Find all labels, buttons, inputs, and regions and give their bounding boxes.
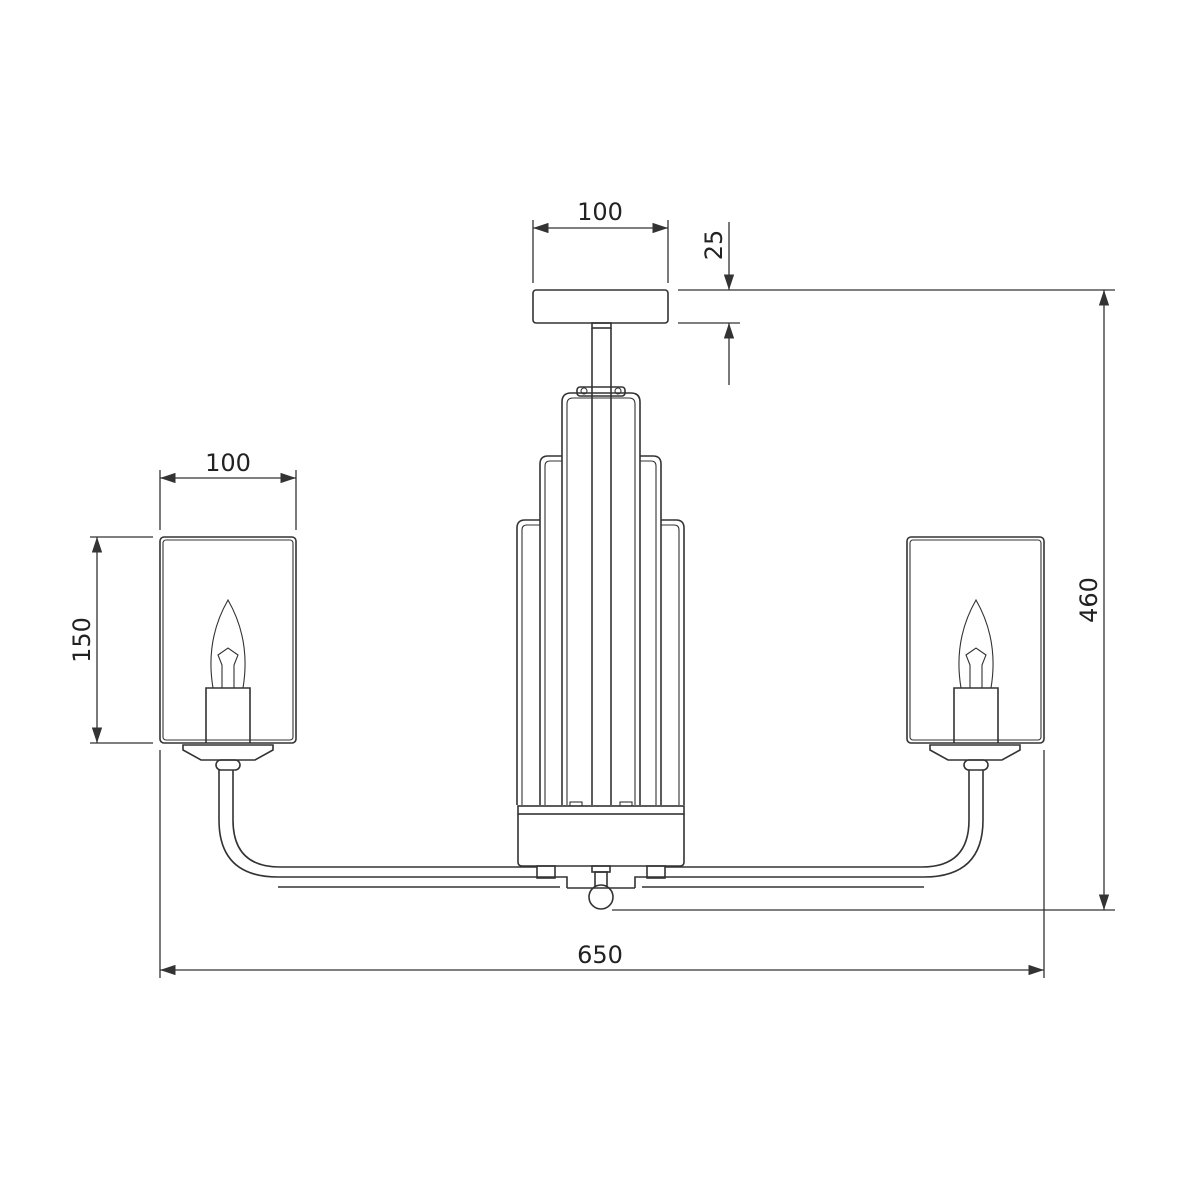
left-lamp: [159, 536, 297, 771]
shade-height-label: 150: [68, 617, 96, 663]
canopy-height-label: 25: [700, 230, 728, 261]
total-height-label: 460: [1075, 577, 1103, 623]
base: [517, 801, 685, 910]
shade-width-label: 100: [205, 449, 251, 477]
canopy-width-label: 100: [577, 198, 623, 226]
dimension-lines: [90, 220, 1115, 978]
central-frame: [516, 386, 685, 805]
arms: [218, 770, 984, 889]
total-width-label: 650: [577, 941, 623, 969]
canopy: [532, 289, 669, 805]
right-lamp: [906, 536, 1045, 771]
